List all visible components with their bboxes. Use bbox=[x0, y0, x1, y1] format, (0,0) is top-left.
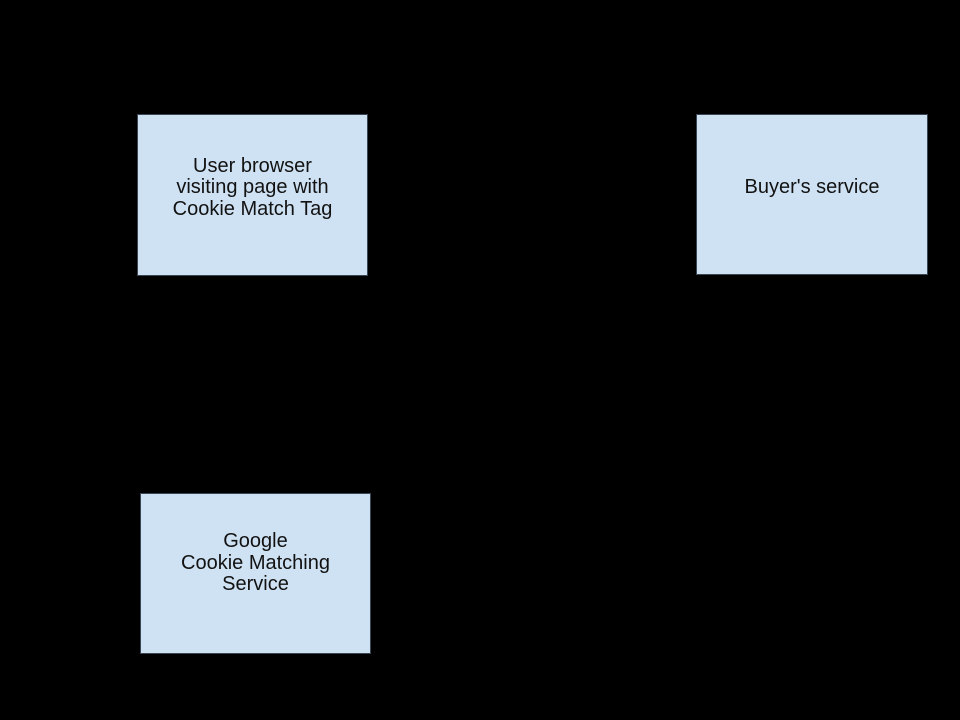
node-buyers-service-label: Buyer's service bbox=[744, 176, 880, 199]
node-buyers-service: Buyer's service bbox=[696, 114, 928, 275]
node-google-cookie-matching-service-label: Google Cookie Matching Service bbox=[181, 530, 330, 596]
node-user-browser-label: User browser visiting page with Cookie M… bbox=[172, 154, 333, 220]
node-user-browser: User browser visiting page with Cookie M… bbox=[137, 114, 368, 276]
node-google-cookie-matching-service: Google Cookie Matching Service bbox=[140, 493, 371, 654]
